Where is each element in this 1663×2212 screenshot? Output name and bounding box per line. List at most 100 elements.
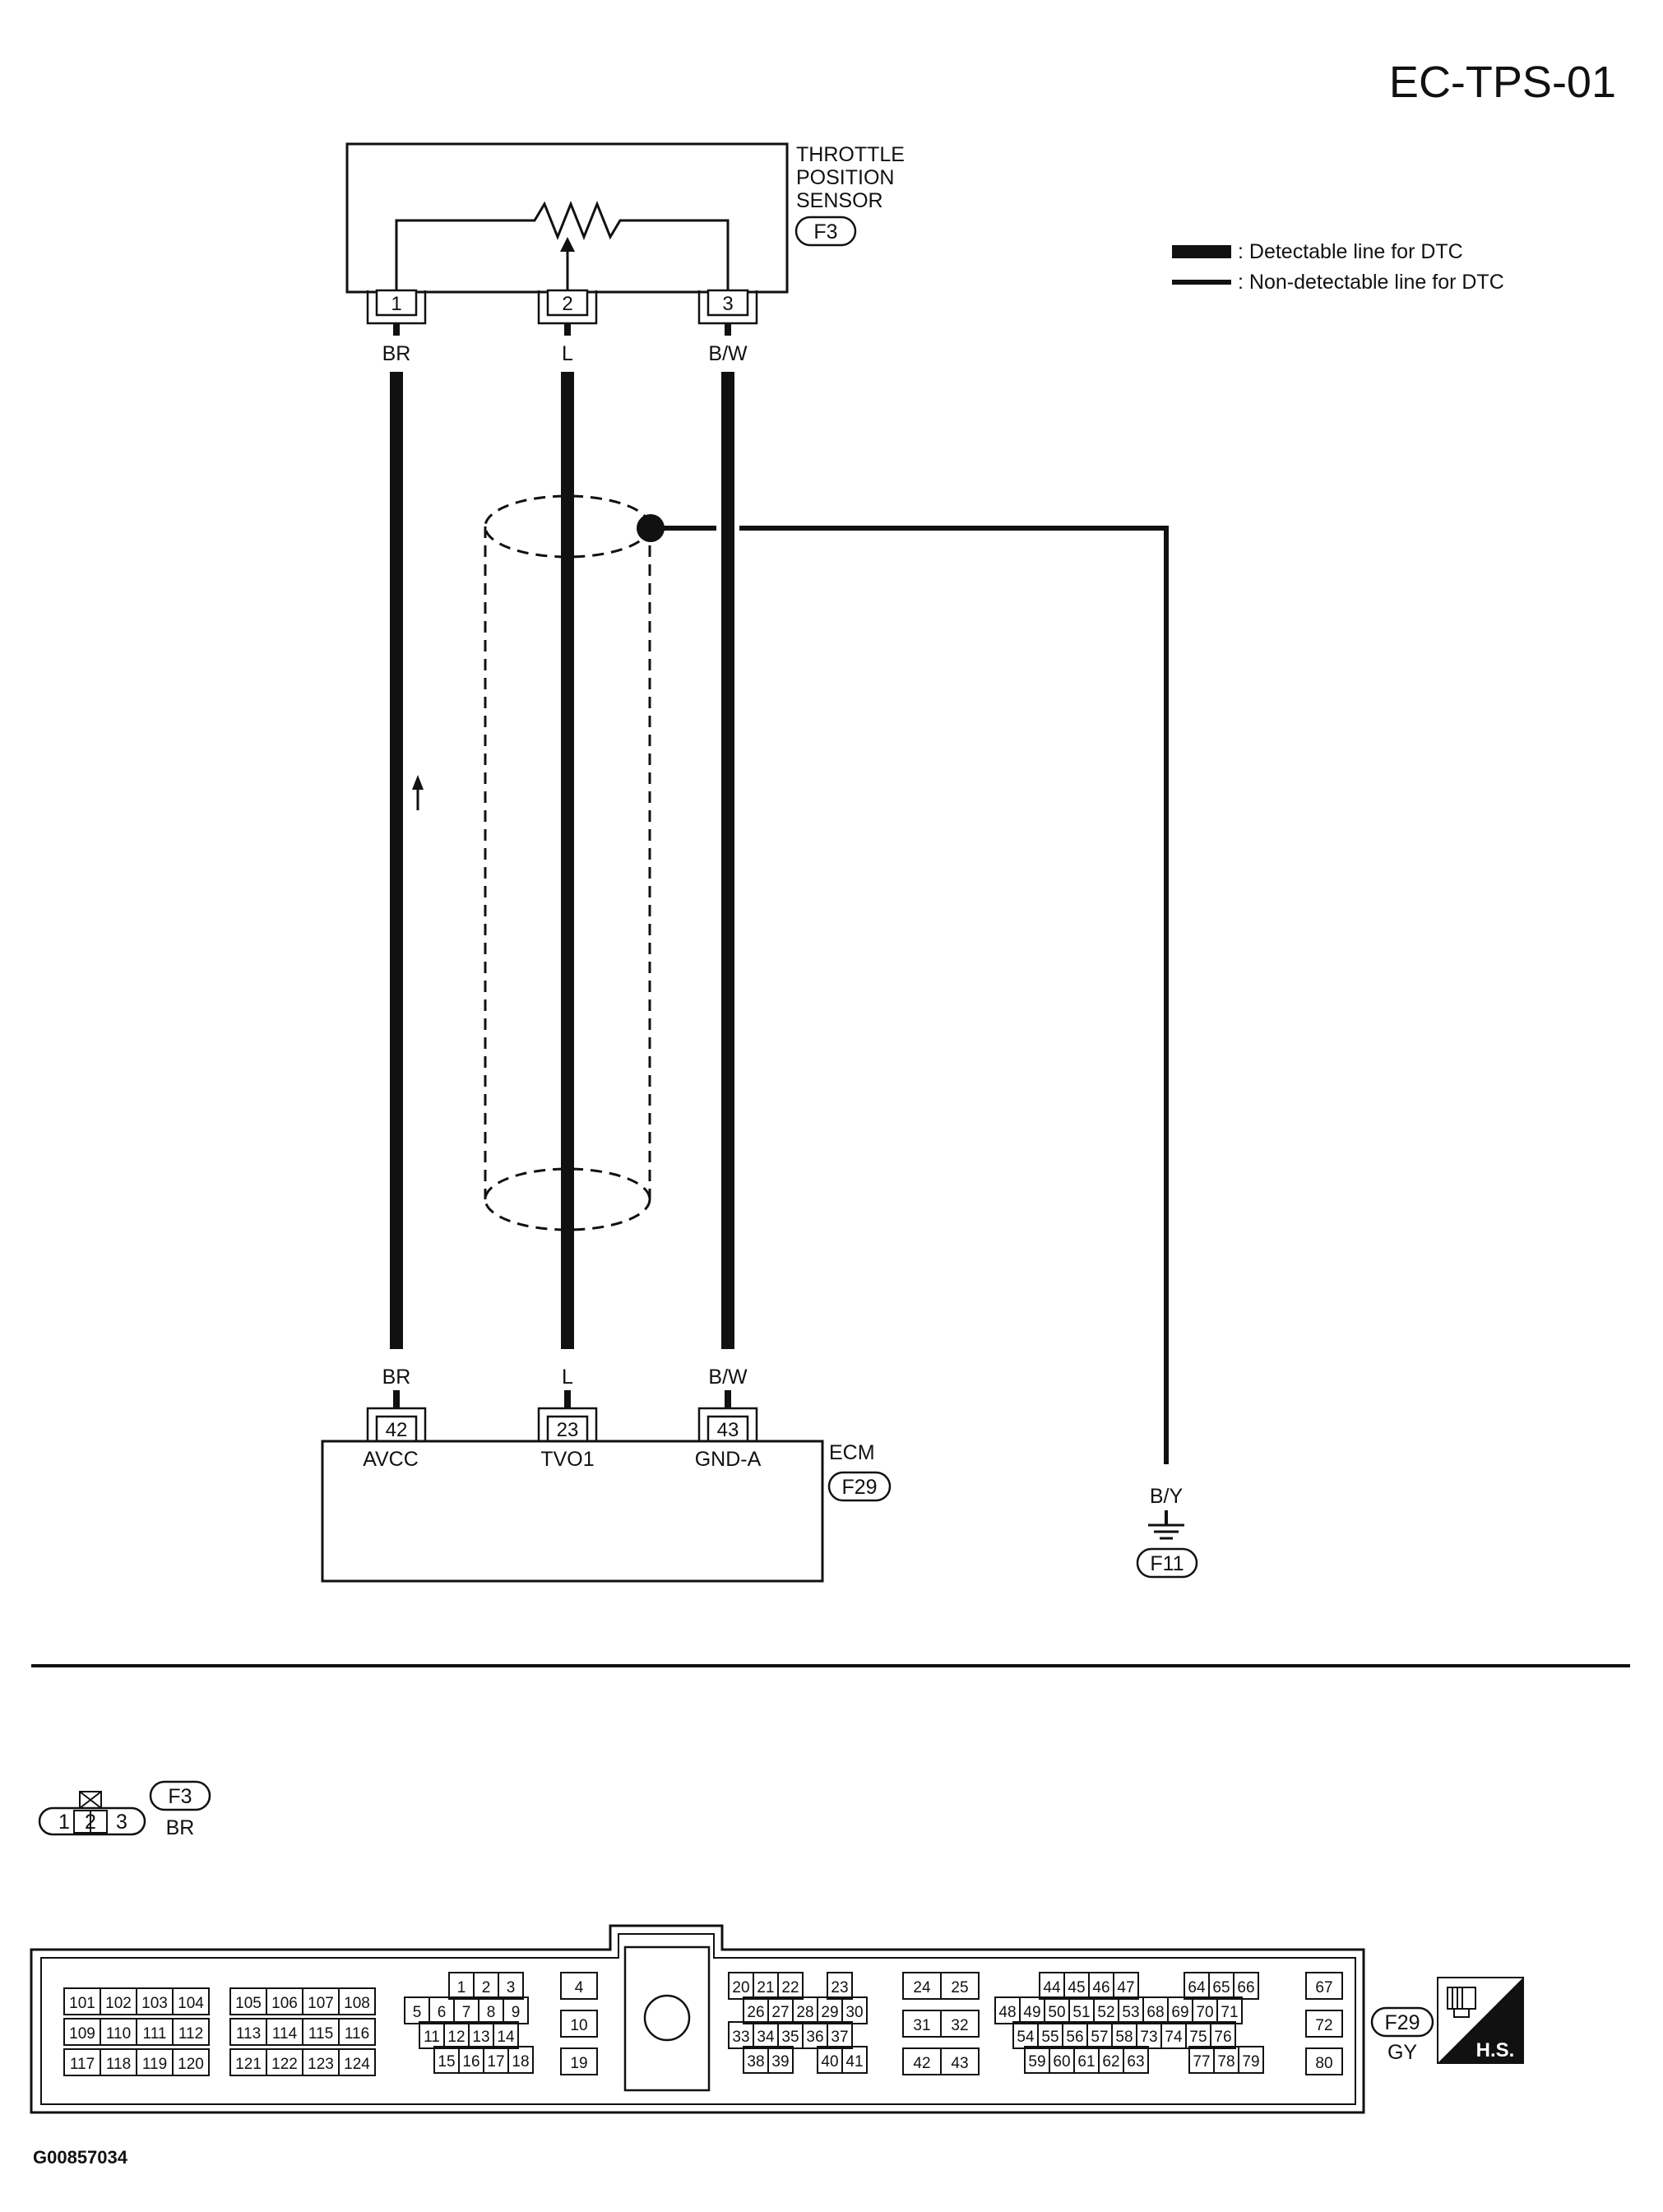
wire-l-top-label: L (562, 342, 573, 365)
f29-pin-label: 47 (1117, 1979, 1134, 1996)
f29-pin-label: 20 (732, 1979, 749, 1996)
f29-face-outer (30, 1924, 1365, 2114)
wire-br-top-label: BR (382, 342, 411, 365)
f29-pin-label: 42 (913, 2055, 930, 2072)
f29-pin-label: 16 (462, 2053, 479, 2071)
wire-bw-bottom-label: B/W (708, 1366, 748, 1389)
f29-pin-label: 32 (951, 2017, 968, 2034)
f29-pin-66 (1233, 1972, 1259, 2000)
ecm-signal-tvo1: TVO1 (540, 1448, 594, 1471)
f29-pin-label: 56 (1066, 2029, 1083, 2046)
f29-pin-label: 124 (344, 2056, 370, 2073)
f29-pin-label: 104 (178, 1995, 204, 2012)
f29-pin-label: 105 (235, 1995, 262, 2012)
sensor-pin-3 (706, 289, 749, 317)
f29-pin-label: 67 (1315, 1979, 1332, 1996)
f29-view-code: F29 (1384, 2011, 1420, 2034)
f29-pin-label: 60 (1053, 2053, 1070, 2071)
f29-pin-label: 57 (1091, 2029, 1108, 2046)
legend: : Detectable line for DTC : Non-detectab… (1172, 240, 1504, 294)
ecm-connector-code: F29 (841, 1476, 877, 1499)
potentiometer-circuit (395, 200, 730, 292)
f3-view-color: BR (166, 1816, 195, 1839)
f29-pin-label: 25 (951, 1979, 968, 1996)
f29-pin-label: 52 (1097, 2004, 1114, 2021)
f29-pin-label: 3 (507, 1979, 516, 1996)
f29-pin-label: 79 (1242, 2053, 1259, 2071)
figure-code: G00857034 (33, 2147, 128, 2168)
f29-pin-76 (1210, 2021, 1236, 2049)
f29-pin-label: 72 (1315, 2017, 1332, 2034)
ecm: AVCC TVO1 GND-A ECM F29 (321, 1440, 892, 1583)
f29-pin-label: 40 (821, 2053, 838, 2071)
f29-pin-label: 109 (69, 2025, 95, 2043)
f29-pin-label: 45 (1068, 1979, 1085, 1996)
sensor-name-line-2: POSITION (796, 166, 894, 189)
ecm-pin-42 (375, 1415, 418, 1443)
f29-pin-19 (560, 2047, 598, 2075)
f29-face-inner (40, 1933, 1356, 2105)
f29-center-key (623, 1945, 711, 2092)
f29-pin-label: 116 (345, 2025, 369, 2043)
f29-pin-63 (1123, 2046, 1149, 2074)
f29-pin-label: 38 (747, 2053, 764, 2071)
f3-view-badge (149, 1780, 211, 1811)
f29-pin-label: 37 (831, 2029, 848, 2046)
ground: B/Y F11 (1136, 1485, 1198, 1579)
f29-pin-label: 61 (1077, 2053, 1095, 2071)
wire-br-bottom-label: BR (382, 1366, 411, 1389)
f29-pin-label: 8 (487, 2004, 496, 2021)
f29-pin-108 (338, 1987, 376, 2015)
ecm-pin-42-label: 42 (386, 1419, 408, 1441)
f29-pin-label: 75 (1189, 2029, 1207, 2046)
legend-thick-sample (1172, 245, 1231, 258)
f29-pin-label: 13 (472, 2029, 489, 2046)
f29-pin-124 (338, 2048, 376, 2076)
f29-pin-25 (940, 1972, 980, 2000)
f29-center-hole (643, 1994, 691, 2042)
f29-pin-label: 53 (1122, 2004, 1139, 2021)
f29-pin-104 (172, 1987, 210, 2015)
f29-pin-label: 10 (570, 2017, 587, 2034)
f29-pin-120 (172, 2048, 210, 2076)
f29-pin-label: 62 (1102, 2053, 1119, 2071)
f29-pin-label: 106 (271, 1995, 298, 2012)
wires: BR BR L L B/W B/W (382, 323, 748, 1408)
f29-pin-22 (777, 1972, 804, 2000)
f29-pin-label: 11 (424, 2029, 440, 2046)
f29-pin-label: 74 (1165, 2029, 1183, 2046)
shielded-cable (484, 494, 1169, 1464)
f29-pin-label: 34 (757, 2029, 775, 2046)
f29-pin-label: 30 (845, 2004, 863, 2021)
f29-pin-label: 14 (497, 2029, 515, 2046)
f29-pin-18 (507, 2046, 534, 2074)
sensor-pins: 1 2 3 (366, 289, 758, 325)
f29-pin-label: 119 (142, 2056, 167, 2073)
f29-view-badge (1370, 2006, 1434, 2038)
f29-pin-label: 48 (998, 2004, 1016, 2021)
f29-pin-label: 55 (1041, 2029, 1058, 2046)
ground-connector-code: F11 (1150, 1552, 1184, 1575)
sensor-pin-2-label: 2 (562, 293, 572, 315)
f29-pin-label: 76 (1214, 2029, 1231, 2046)
f29-pin-label: 59 (1028, 2053, 1045, 2071)
f29-pin-label: 107 (308, 1995, 334, 2012)
f29-pin-label: 110 (106, 2025, 131, 2043)
f29-pin-label: 108 (344, 1995, 370, 2012)
f29-pin-label: 68 (1146, 2004, 1164, 2021)
f29-pin-41 (841, 2046, 868, 2074)
ground-connector-badge (1136, 1547, 1198, 1579)
f29-pin-label: 65 (1212, 1979, 1230, 1996)
f29-pin-4 (560, 1972, 598, 2000)
ground-wire-color: B/Y (1150, 1485, 1184, 1508)
f29-pin-label: 29 (821, 2004, 838, 2021)
ecm-pin-23-label: 23 (557, 1419, 579, 1441)
f29-pin-label: 15 (438, 2053, 455, 2071)
f29-pin-label: 36 (806, 2029, 823, 2046)
f29-pin-label: 114 (272, 2025, 298, 2043)
f29-pin-label: 117 (70, 2056, 95, 2073)
sensor-pin-2 (546, 289, 589, 317)
f29-pin-label: 49 (1023, 2004, 1040, 2021)
f29-pin-label: 22 (781, 1979, 799, 1996)
